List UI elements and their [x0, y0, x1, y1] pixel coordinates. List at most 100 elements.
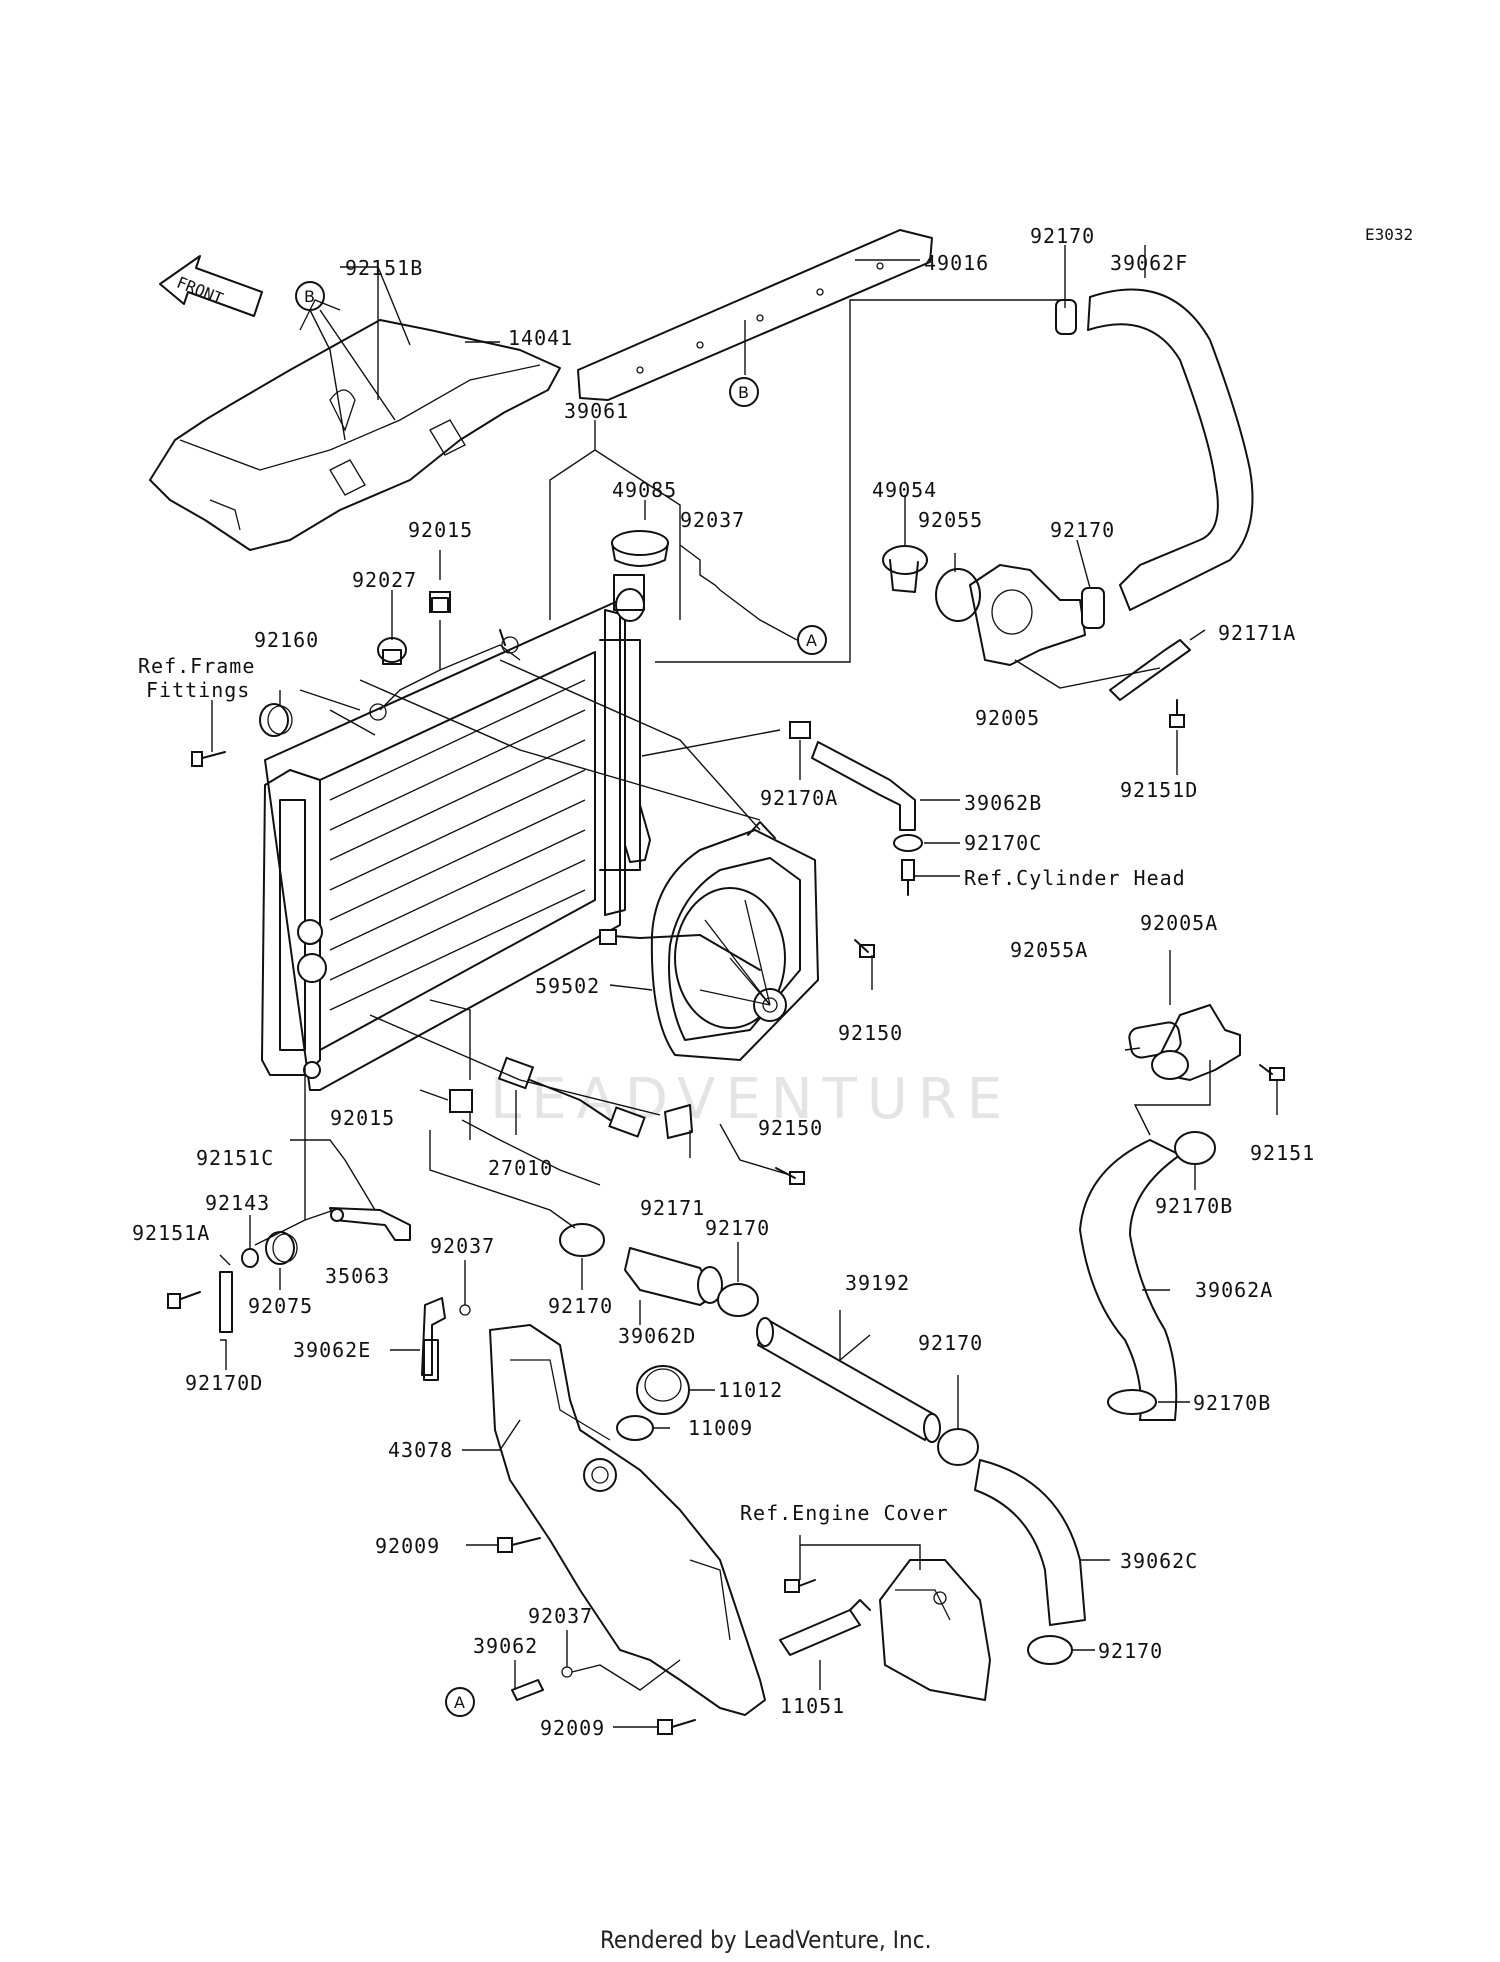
hose-39062 [511, 1679, 544, 1701]
clamp-92170-e [1027, 1635, 1073, 1665]
label-43078: 43078 [388, 1438, 453, 1462]
label-11009: 11009 [688, 1416, 753, 1440]
washer-92143 [241, 1248, 259, 1268]
label-92037-top: 92037 [680, 508, 745, 532]
label-11051: 11051 [780, 1694, 845, 1718]
housing-92005 [969, 564, 1086, 666]
clamp-92170B-b [1107, 1389, 1157, 1415]
clamp-92170-top [1055, 299, 1077, 335]
engine-cover [879, 1559, 991, 1701]
hose-39062D [624, 1247, 723, 1306]
label-39061: 39061 [564, 399, 629, 423]
label-92055A: 92055A [1010, 938, 1088, 962]
label-92170-d: 92170 [918, 1331, 983, 1355]
label-39062B: 39062B [964, 791, 1042, 815]
label-92151B: 92151B [345, 256, 423, 280]
sensor-27010 [497, 1056, 646, 1138]
clamp-92170-mid [559, 1223, 605, 1257]
label-ref-frame-2: Fittings [146, 678, 250, 702]
cap-49085 [611, 530, 669, 567]
label-39062D: 39062D [618, 1324, 696, 1348]
clip-92015-top [429, 591, 451, 613]
fan-assembly-59502 [599, 821, 819, 1061]
label-92170B-a: 92170B [1155, 1194, 1233, 1218]
clip-92037-mid [459, 1304, 471, 1316]
watermark: LEADVENTURE [490, 1067, 1012, 1132]
label-ref-frame-1: Ref.Frame [138, 654, 255, 678]
bracket-11051 [779, 1599, 871, 1656]
diagram-code: E3032 [1365, 225, 1413, 244]
hose-39062F [1087, 288, 1254, 611]
label-14041: 14041 [508, 326, 573, 350]
svg-text:A: A [454, 1693, 465, 1712]
leader-lines [211, 245, 1278, 1728]
bracket-35063 [329, 1207, 411, 1241]
part-labels: 92151B 49016 92170 39062F 14041 39061 49… [132, 224, 1315, 1740]
label-92170D: 92170D [185, 1371, 263, 1395]
bolt-92151-icon [1259, 1064, 1285, 1081]
bolt-92150-b-icon [775, 1167, 805, 1185]
clamp-92170C [893, 834, 923, 852]
label-92055: 92055 [918, 508, 983, 532]
fitting-92005A [1151, 1004, 1241, 1081]
hose-39062C [974, 1459, 1086, 1626]
hose-39062E [421, 1297, 446, 1381]
svg-text:A: A [806, 631, 817, 650]
svg-text:B: B [304, 287, 315, 306]
footer-credit: Rendered by LeadVenture, Inc. [600, 1926, 931, 1954]
label-92170B-b: 92170B [1193, 1391, 1271, 1415]
label-ref-engine-cover: Ref.Engine Cover [740, 1501, 949, 1525]
clamp-92170-c [717, 1283, 759, 1317]
label-92015-low: 92015 [330, 1106, 395, 1130]
label-49054: 49054 [872, 478, 937, 502]
clamp-92170-d [937, 1428, 979, 1466]
label-39062: 39062 [473, 1634, 538, 1658]
label-49016: 49016 [924, 251, 989, 275]
label-92015-top: 92015 [408, 518, 473, 542]
label-92027: 92027 [352, 568, 417, 592]
label-39062E: 39062E [293, 1338, 371, 1362]
ring-11009 [616, 1415, 654, 1441]
bolt-92151A-icon [167, 1291, 201, 1309]
label-92151D: 92151D [1120, 778, 1198, 802]
label-92151C: 92151C [196, 1146, 274, 1170]
label-39062F: 39062F [1110, 251, 1188, 275]
label-27010: 27010 [488, 1156, 553, 1180]
label-92170-right: 92170 [1050, 518, 1115, 542]
o-ring-92055 [935, 568, 981, 622]
reservoir-43078 [489, 1324, 766, 1716]
label-92037-low: 92037 [528, 1604, 593, 1628]
bracket-92171 [664, 1104, 693, 1139]
bushing-92027 [377, 637, 407, 665]
radiator-39061 [261, 574, 651, 1091]
label-92009-b: 92009 [540, 1716, 605, 1740]
label-92005: 92005 [975, 706, 1040, 730]
label-92170-e: 92170 [1098, 1639, 1163, 1663]
grommet-92160 [259, 703, 293, 737]
label-39192: 39192 [845, 1271, 910, 1295]
label-ref-cylinder-head: Ref.Cylinder Head [964, 866, 1186, 890]
label-92150-b: 92150 [758, 1116, 823, 1140]
strip-49016 [577, 229, 933, 401]
label-92151: 92151 [1250, 1141, 1315, 1165]
label-39062A: 39062A [1195, 1278, 1273, 1302]
fitting-icon [901, 859, 915, 896]
strap-92170D [219, 1271, 233, 1333]
bolt-icon [191, 751, 226, 767]
hose-39062B [811, 741, 916, 831]
label-92170A: 92170A [760, 786, 838, 810]
label-92005A: 92005A [1140, 911, 1218, 935]
clamp-92170A [789, 721, 811, 739]
marker-B-top: B [295, 281, 325, 311]
bolt-92150-a-icon [854, 939, 875, 958]
label-92037-mid: 92037 [430, 1234, 495, 1258]
bolt-92009-a-icon [497, 1537, 541, 1553]
label-92009-a: 92009 [375, 1534, 440, 1558]
bolt-engine-cover-icon [784, 1579, 816, 1593]
label-11012: 11012 [718, 1378, 783, 1402]
label-92170C: 92170C [964, 831, 1042, 855]
bolt-92151D-icon [1169, 699, 1185, 728]
cap-11012 [636, 1365, 690, 1415]
